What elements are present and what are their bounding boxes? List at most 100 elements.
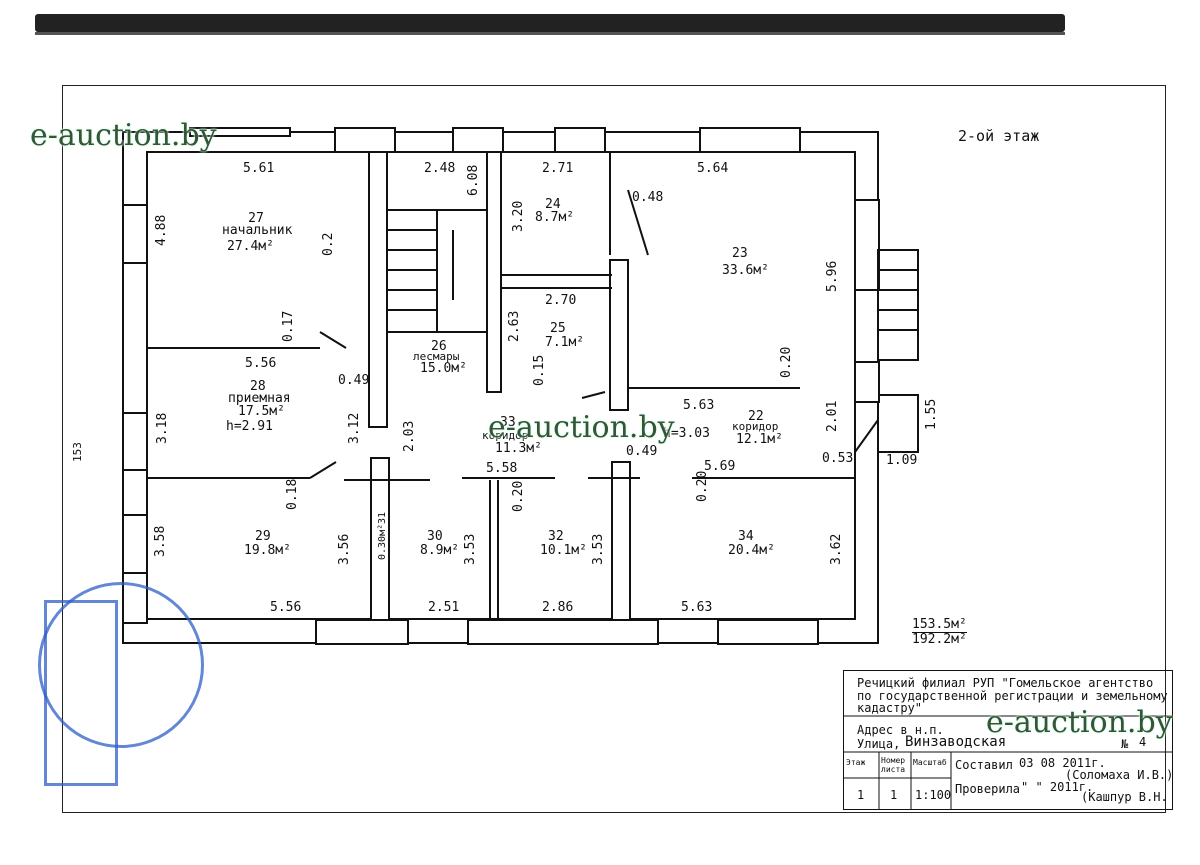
- total-area-1: 153.5м²: [912, 617, 967, 632]
- col-scale: Масштаб: [913, 758, 947, 767]
- room-28-number: 28: [250, 379, 266, 394]
- number-value: 4: [1139, 735, 1147, 749]
- dim: 3.53: [591, 533, 606, 565]
- drawing-frame: [62, 85, 1166, 813]
- official-stamp: [38, 582, 204, 748]
- dim: 2.63: [507, 310, 522, 342]
- room-33-number: 33: [500, 415, 516, 430]
- room-32-number: 32: [548, 529, 564, 544]
- dim: 5.63: [681, 600, 713, 615]
- room-33-name: коридор: [482, 429, 529, 442]
- dim: 4.88: [154, 214, 169, 246]
- col-floor: Этаж: [846, 758, 866, 767]
- checked-label: Проверила: [955, 782, 1021, 796]
- room-25-area: 7.1м²: [545, 335, 585, 350]
- dim: 5.58: [486, 461, 518, 476]
- dim: 0.17: [281, 310, 296, 342]
- room-27-name: начальник: [222, 223, 293, 238]
- room-27-area: 27.4м²: [227, 239, 274, 254]
- room-26-name: лесмары: [413, 350, 460, 363]
- room-30-area: 8.9м²: [420, 543, 460, 558]
- dim: 5.56: [270, 600, 302, 615]
- room-33-height: h=3.03: [663, 426, 710, 441]
- dim: 0.20: [695, 470, 710, 502]
- dim: 3.53: [463, 533, 478, 565]
- room-27-number: 27: [248, 211, 264, 226]
- scale-value: 1:100: [915, 788, 952, 802]
- dim: 3.20: [511, 200, 526, 232]
- org-line-1: Речицкий филиал РУП "Гомельское агентств…: [857, 676, 1154, 690]
- dim: 2.86: [542, 600, 574, 615]
- dim: 2.48: [424, 161, 456, 176]
- room-28-name: приемная: [228, 391, 291, 406]
- dim: 6.08: [466, 164, 481, 196]
- dim: 3.58: [153, 525, 168, 557]
- dim: 0.15: [532, 354, 547, 386]
- address-label: Адрес в н.п.: [857, 723, 944, 737]
- dim: 0.18: [285, 478, 300, 510]
- total-area-2: 192.2м²: [912, 632, 967, 647]
- dim: 5.69: [704, 459, 736, 474]
- dim: 2.70: [545, 293, 577, 308]
- dim: 2.71: [542, 161, 574, 176]
- room-23-number: 23: [732, 246, 748, 261]
- dim: 0.20: [779, 346, 794, 378]
- room-33-area: 11.3м²: [495, 441, 542, 456]
- dim: 0.2: [321, 232, 336, 256]
- room-23-area: 33.6м²: [722, 263, 769, 278]
- dim: 3.18: [155, 412, 170, 444]
- watermark: e-auction.by: [488, 410, 675, 445]
- dim: 0.53: [822, 451, 854, 466]
- room-22-area: 12.1м²: [736, 432, 783, 447]
- room-29-area: 19.8м²: [244, 543, 291, 558]
- dim: 5.64: [697, 161, 729, 176]
- dim: 3.12: [347, 412, 362, 444]
- room-22-number: 22: [748, 409, 764, 424]
- sheet-value: 1: [890, 788, 898, 802]
- signature-stamp: [44, 600, 118, 786]
- room-24-area: 8.7м²: [535, 210, 575, 225]
- org-line-2: по государственной регистрации и земельн…: [857, 689, 1168, 703]
- room-28-area: 17.5м²: [238, 404, 285, 419]
- dim: 3.56: [337, 533, 352, 565]
- dim: 5.61: [243, 161, 275, 176]
- room-32-area: 10.1м²: [540, 543, 587, 558]
- room-31-area: 0.30м²: [377, 523, 388, 560]
- room-26-area: 15.0м²: [420, 361, 467, 376]
- dim: 2.01: [825, 400, 840, 432]
- room-34-area: 20.4м²: [728, 543, 775, 558]
- number-label: №: [1121, 737, 1129, 751]
- dim: 5.96: [825, 260, 840, 292]
- dim: 2.51: [428, 600, 460, 615]
- dim: 0.20: [511, 480, 526, 512]
- org-line-3: кадастру": [857, 701, 923, 715]
- dim: 153: [71, 442, 84, 462]
- street-value: Винзаводская: [905, 734, 1007, 750]
- watermark: e-auction.by: [986, 705, 1173, 740]
- scan-top-border-line: [35, 32, 1065, 35]
- dim: 2.03: [402, 420, 417, 452]
- compiled-label: Составил: [955, 758, 1013, 772]
- title-block-grid: [843, 670, 1173, 810]
- dim: 5.56: [245, 356, 277, 371]
- dim: 1.09: [886, 453, 918, 468]
- col-sheet: Номер листа: [881, 756, 906, 774]
- dim: 0.49: [338, 373, 370, 388]
- room-31-number: 31: [377, 511, 388, 524]
- room-25-number: 25: [550, 321, 566, 336]
- room-30-number: 30: [427, 529, 443, 544]
- room-28-height: h=2.91: [226, 419, 273, 434]
- checked-by: (Кашпур В.Н.: [1081, 790, 1168, 804]
- room-29-number: 29: [255, 529, 271, 544]
- dim: 3.62: [829, 533, 844, 565]
- scan-top-border: [35, 14, 1065, 32]
- dim: 5.63: [683, 398, 715, 413]
- floor-value: 1: [857, 788, 865, 802]
- compiled-by: (Соломаха И.В.): [1065, 768, 1174, 782]
- dim: 1.55: [924, 398, 939, 430]
- room-34-number: 34: [738, 529, 754, 544]
- dim: 0.48: [632, 190, 664, 205]
- room-22-name: коридор: [732, 420, 779, 433]
- room-24-number: 24: [545, 197, 561, 212]
